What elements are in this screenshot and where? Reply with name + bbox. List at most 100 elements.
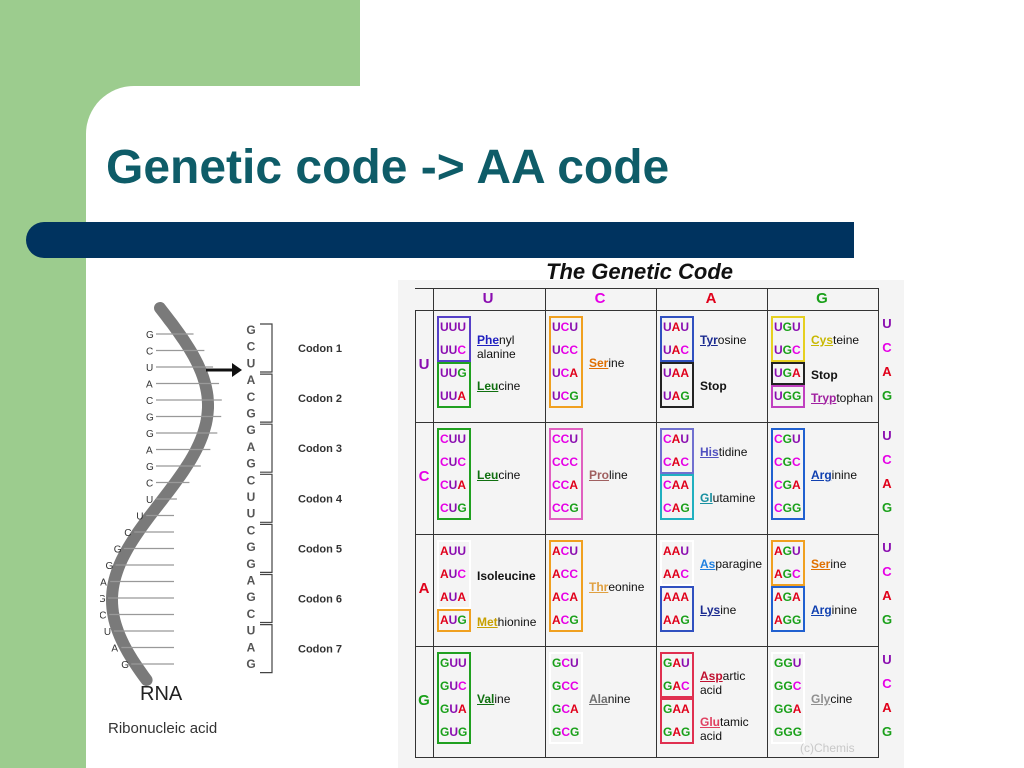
column-divider bbox=[545, 288, 546, 758]
strand-base: C bbox=[247, 340, 256, 354]
left-border bbox=[415, 310, 416, 758]
helix-base: G bbox=[146, 429, 154, 440]
codon-group-box bbox=[660, 586, 694, 632]
codon-group-box bbox=[660, 540, 694, 586]
codon-bracket bbox=[260, 323, 273, 373]
helix-base: A bbox=[100, 578, 107, 589]
strand-base: G bbox=[246, 457, 255, 471]
helix-base: A bbox=[111, 644, 118, 655]
helix-base: C bbox=[146, 479, 153, 490]
codon-cac: CAC bbox=[663, 455, 690, 469]
codon-bracket bbox=[260, 423, 273, 473]
title-underline-bar bbox=[26, 222, 854, 258]
codon-cau: CAU bbox=[663, 432, 690, 446]
table-header-u: U bbox=[482, 290, 494, 307]
slide-title: Genetic code -> AA code bbox=[106, 141, 670, 194]
strand-base: G bbox=[246, 407, 255, 421]
strand-base: G bbox=[246, 590, 255, 604]
codon-group-box bbox=[660, 652, 694, 698]
column-divider bbox=[878, 288, 879, 758]
codon-group-box bbox=[771, 385, 805, 408]
strand-base: C bbox=[247, 523, 256, 537]
codon-label: Codon 6 bbox=[298, 594, 342, 606]
codon-guc: GUC bbox=[440, 679, 467, 693]
codon-gcg: GCG bbox=[552, 725, 580, 739]
strand-base: G bbox=[246, 540, 255, 554]
codon-uac: UAC bbox=[663, 343, 690, 357]
codon-ugc: UGC bbox=[774, 343, 801, 357]
codon-aua: AUA bbox=[440, 590, 467, 604]
amino-acid-label: Tryptophan bbox=[811, 390, 874, 405]
strand-base: A bbox=[247, 574, 256, 588]
third-base-a: A bbox=[882, 364, 892, 379]
codon-gca: GCA bbox=[552, 702, 579, 716]
codon-group-box bbox=[771, 362, 805, 385]
codon-caa: CAA bbox=[663, 478, 690, 492]
amino-acid-label: Leucine bbox=[477, 379, 521, 393]
codon-cca: CCA bbox=[552, 478, 579, 492]
column-divider bbox=[656, 288, 657, 758]
strand-base: U bbox=[247, 507, 256, 521]
third-base-a: A bbox=[882, 476, 892, 491]
codon-group-box bbox=[437, 609, 471, 632]
codon-gaa: GAA bbox=[663, 702, 690, 716]
codon-aag: AAG bbox=[663, 613, 690, 627]
third-base-g: G bbox=[881, 724, 893, 739]
codon-group-box bbox=[660, 362, 694, 408]
codon-group-box bbox=[660, 698, 694, 744]
codon-bracket bbox=[260, 373, 273, 423]
amino-acid-label: Glycine bbox=[811, 692, 853, 706]
codon-acg: ACG bbox=[552, 613, 579, 627]
codon-aga: AGA bbox=[774, 590, 801, 604]
helix-base: U bbox=[146, 495, 153, 506]
amino-acid-label: Arginine bbox=[811, 603, 858, 617]
strand-base: C bbox=[247, 390, 256, 404]
amino-acid-label: Threonine bbox=[589, 580, 645, 594]
third-base-u: U bbox=[882, 316, 892, 331]
third-base-a: A bbox=[882, 588, 892, 603]
third-base-g: G bbox=[881, 500, 893, 515]
codon-bracket bbox=[260, 473, 273, 523]
helix-base: U bbox=[104, 627, 111, 638]
amino-acid-label: Arginine bbox=[811, 468, 858, 482]
helix-base: U bbox=[146, 363, 153, 374]
row-label-g: G bbox=[418, 691, 430, 709]
column-divider bbox=[767, 288, 768, 758]
rna-sublabel: Ribonucleic acid bbox=[108, 720, 218, 737]
helix-base: A bbox=[146, 380, 153, 391]
row-divider bbox=[415, 757, 878, 758]
codon-gug: GUG bbox=[440, 725, 468, 739]
codon-group-box bbox=[771, 586, 805, 632]
amino-acid-label: Valine bbox=[477, 692, 511, 706]
codon-label: Codon 2 bbox=[298, 393, 342, 405]
codon-group-box bbox=[771, 316, 805, 362]
codon-group-box bbox=[437, 362, 471, 408]
codon-acu: ACU bbox=[552, 544, 579, 558]
codon-group-box bbox=[549, 428, 583, 520]
codon-group-box bbox=[549, 540, 583, 632]
codon-ugg: UGG bbox=[774, 389, 802, 403]
codon-cgg: CGG bbox=[774, 501, 802, 515]
helix-base: G bbox=[146, 462, 154, 473]
amino-acid-label: Asparagine bbox=[700, 557, 763, 571]
codon-uuu: UUU bbox=[440, 320, 467, 334]
codon-gua: GUA bbox=[440, 702, 467, 716]
codon-group-box bbox=[437, 540, 471, 609]
table-header-c: C bbox=[594, 290, 606, 307]
codon-bracket bbox=[260, 624, 273, 674]
codon-auc: AUC bbox=[440, 567, 467, 581]
codon-gau: GAU bbox=[663, 656, 690, 670]
column-divider bbox=[433, 288, 434, 758]
codon-aac: AAC bbox=[663, 567, 690, 581]
strand-base: G bbox=[246, 657, 255, 671]
codon-group-box bbox=[771, 540, 805, 586]
strand-base: C bbox=[247, 473, 256, 487]
codon-group-box bbox=[437, 428, 471, 520]
amino-acid-label: Proline bbox=[589, 468, 628, 482]
table-header-a: A bbox=[705, 290, 717, 307]
helix-base: G bbox=[121, 660, 129, 671]
